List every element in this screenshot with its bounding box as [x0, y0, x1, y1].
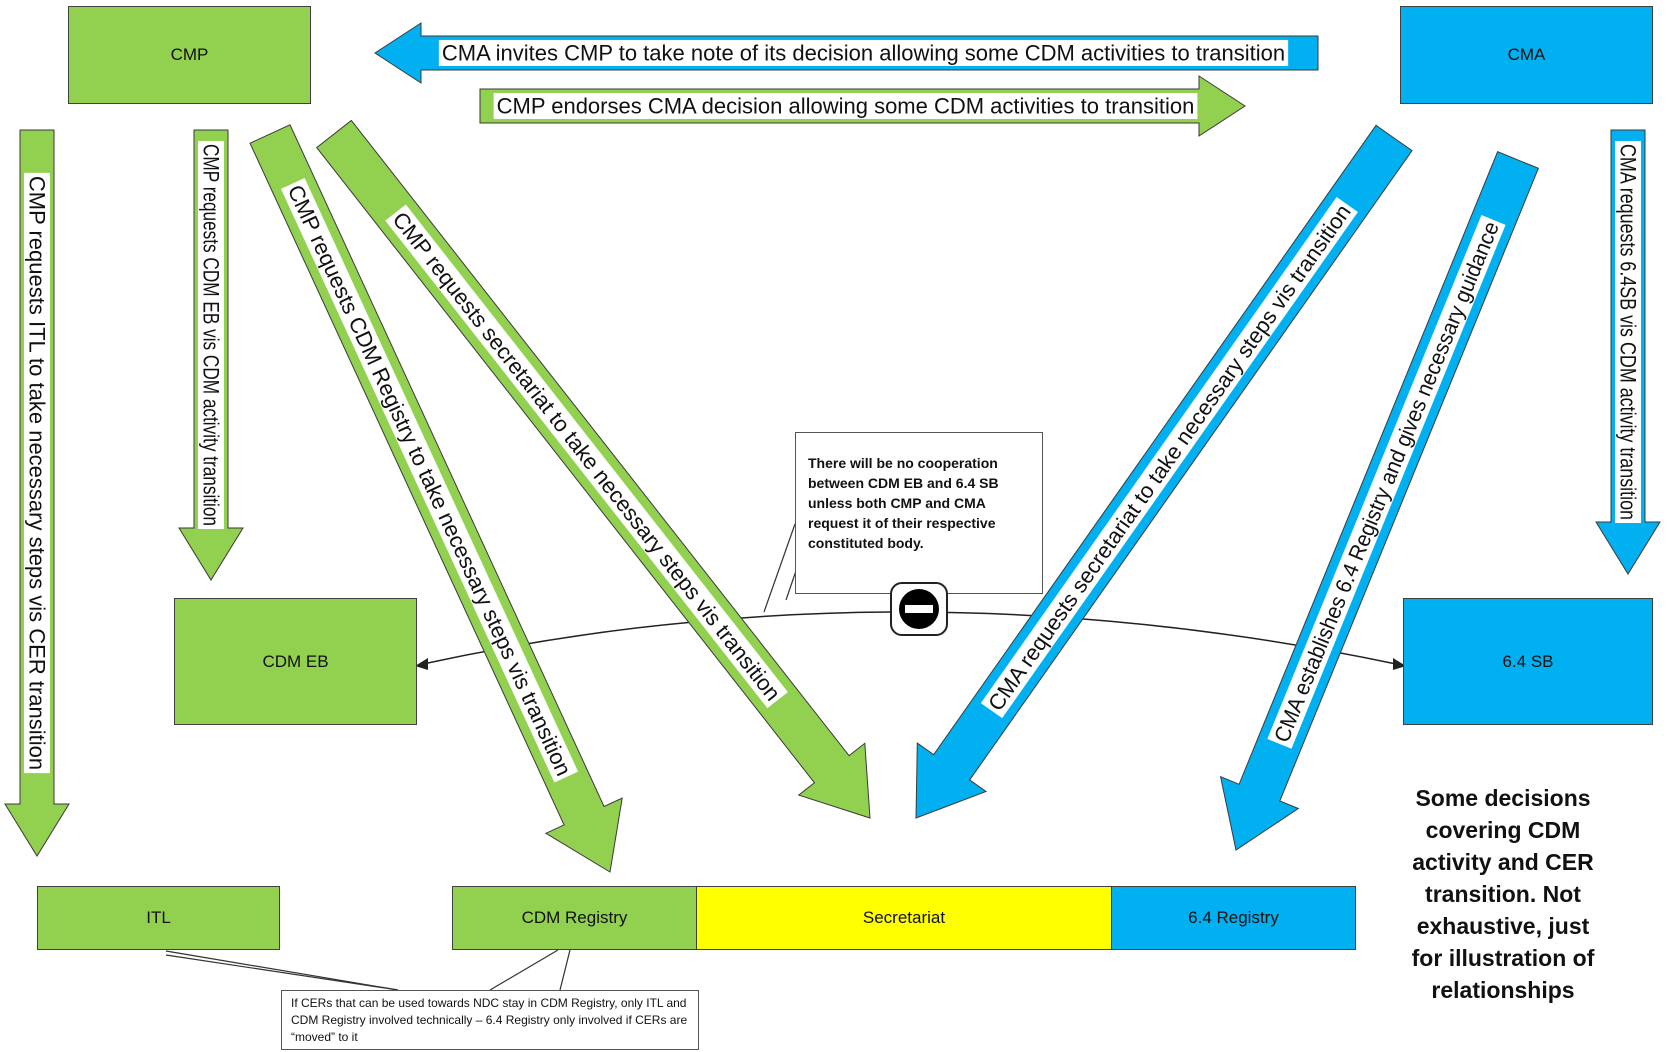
cooperation-note: There will be no cooperation between CDM… — [795, 432, 1043, 594]
registry-callout-pointer — [489, 949, 559, 991]
registry64-box: 6.4 Registry — [1111, 886, 1356, 950]
cma-registry64-arrow: CMA establishes 6.4 Registry and gives n… — [1219, 151, 1540, 851]
secretariat-box: Secretariat — [696, 886, 1112, 950]
registry64-label: 6.4 Registry — [1188, 908, 1279, 927]
cmp-cdm-eb-arrow: CMP requests CDM EB vis CDM activity tra… — [178, 129, 244, 581]
cma-invites-arrow-label: CMA invites CMP to take note of its deci… — [442, 41, 1285, 66]
cma-sb64-arrow-label-bg — [1614, 141, 1642, 523]
cmp-endorses-arrow-label-bg — [493, 92, 1198, 120]
itl-box: ITL — [37, 886, 280, 950]
cma-invites-arrow: CMA invites CMP to take note of its deci… — [374, 22, 1319, 84]
registry-callout-pointer — [559, 949, 571, 991]
cdm-eb-box: CDM EB — [174, 598, 417, 725]
cmp-secretariat-arrow-label: CMP requests secretariat to take necessa… — [388, 207, 786, 705]
cma-sb64-arrow-label: CMA requests 6.4SB vis CDM activity tran… — [1616, 144, 1641, 520]
cmp-cdm-eb-arrow-label-bg — [197, 141, 225, 529]
cmp-itl-arrow-label: CMP requests ITL to take necessary steps… — [25, 176, 50, 770]
cdm-registry-box: CDM Registry — [452, 886, 697, 950]
connector-arrowhead-right — [1393, 658, 1406, 670]
cmp-secretariat-arrow-label-bg — [385, 204, 788, 709]
sb64-label: 6.4 SB — [1502, 651, 1554, 671]
cmp-endorses-arrow-label: CMP endorses CMA decision allowing some … — [497, 94, 1195, 119]
cma-invites-arrow-label-bg — [438, 39, 1289, 67]
secretariat-label: Secretariat — [862, 908, 946, 927]
cmp-label: CMP — [170, 45, 209, 64]
cdm-eb-label: CDM EB — [262, 651, 329, 671]
cmp-itl-arrow: CMP requests ITL to take necessary steps… — [4, 129, 70, 857]
cdm-registry-label: CDM Registry — [521, 908, 628, 927]
registry-note: If CERs that can be used towards NDC sta… — [281, 990, 699, 1050]
cmp-registry-arrow-label-bg — [280, 178, 579, 783]
no-entry-icon — [890, 582, 948, 636]
cooperation-callout-pointer — [763, 523, 796, 613]
registry-callout-pointer — [165, 950, 399, 991]
cma-box: CMA — [1400, 6, 1653, 104]
registry-callout-pointer — [165, 954, 399, 991]
cmp-registry-arrow: CMP requests CDM Registry to take necess… — [249, 124, 623, 873]
itl-label: ITL — [146, 908, 171, 927]
cma-label: CMA — [1507, 45, 1546, 64]
sb64-box: 6.4 SB — [1403, 598, 1653, 725]
cma-secretariat-arrow-label-bg — [980, 197, 1358, 719]
cmp-box: CMP — [68, 6, 311, 104]
connector-arrowhead-left — [415, 658, 428, 670]
cmp-endorses-arrow: CMP endorses CMA decision allowing some … — [479, 75, 1246, 137]
cma-registry64-arrow-label-bg — [1267, 214, 1506, 749]
cmp-cdm-eb-arrow-label: CMP requests CDM EB vis CDM activity tra… — [199, 144, 224, 526]
diagram-caption: Some decisions covering CDM activity and… — [1411, 785, 1595, 1003]
cooperation-note-text: There will be no cooperation between CDM… — [808, 455, 999, 551]
registry-note-text: If CERs that can be used towards NDC sta… — [291, 996, 688, 1044]
cmp-itl-arrow-label-bg — [23, 172, 51, 774]
cma-sb64-arrow: CMA requests 6.4SB vis CDM activity tran… — [1595, 129, 1661, 575]
